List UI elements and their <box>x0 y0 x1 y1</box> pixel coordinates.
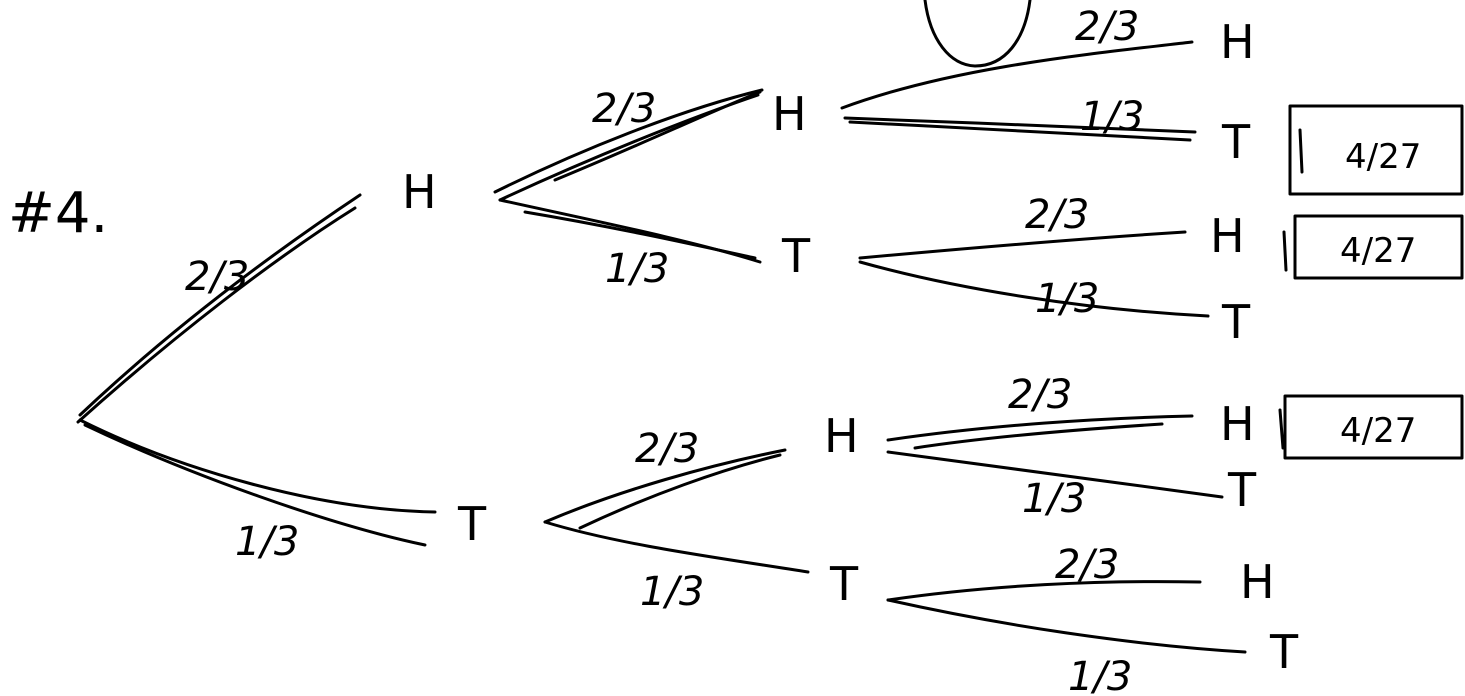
branch-tt-h <box>886 580 1202 602</box>
node-hth: H <box>1210 209 1245 263</box>
result-hht: 4/27 <box>1345 137 1421 177</box>
branch-hh-t <box>843 116 1197 134</box>
branch-hh-t-stroke2 <box>848 120 1192 142</box>
branch-t-t <box>543 520 810 574</box>
prob-h-t: 1/3 <box>605 246 669 292</box>
node-tth: H <box>1240 555 1275 609</box>
node-t: T <box>457 497 487 551</box>
branch-t-h-stroke2 <box>578 453 782 530</box>
node-ttt: T <box>1269 625 1299 679</box>
branch-ht-h <box>858 230 1187 260</box>
node-ht: T <box>781 229 811 283</box>
prob-tt-h: 2/3 <box>1055 542 1119 588</box>
result-hth: 4/27 <box>1340 231 1416 271</box>
node-tt: T <box>829 557 859 611</box>
branch-th-h <box>886 414 1194 442</box>
node-hht: T <box>1221 115 1251 169</box>
node-hhh: H <box>1220 15 1255 69</box>
prob-ht-t: 1/3 <box>1035 276 1099 322</box>
node-h: H <box>402 165 437 219</box>
node-thh: H <box>1220 397 1255 451</box>
branch-root-t <box>78 418 437 514</box>
branch-tt-t <box>886 598 1247 654</box>
branch-th-t <box>886 450 1224 499</box>
branch-root-h-stroke2 <box>76 206 357 424</box>
node-th: H <box>824 409 859 463</box>
prob-root-h: 2/3 <box>185 254 249 300</box>
prob-hh-t: 1/3 <box>1080 94 1144 140</box>
node-hh: H <box>772 87 807 141</box>
prob-th-t: 1/3 <box>1022 476 1086 522</box>
prob-tt-t: 1/3 <box>1068 654 1132 696</box>
result-box-thh: 4/27 <box>1278 394 1464 460</box>
result-thh: 4/27 <box>1340 411 1416 451</box>
branch-hh-h <box>840 40 1194 110</box>
prob-t-t: 1/3 <box>640 569 704 615</box>
prob-t-h: 2/3 <box>635 426 699 472</box>
node-tht: T <box>1227 463 1257 517</box>
branch-h-t-stroke2 <box>523 210 757 260</box>
prob-h-h: 2/3 <box>592 86 656 132</box>
result-box-hht: 4/27 <box>1288 104 1464 196</box>
prob-root-t: 1/3 <box>235 519 299 565</box>
branch-h-h-stroke3 <box>553 90 762 182</box>
loop-scribble <box>923 0 1032 68</box>
prob-th-h: 2/3 <box>1008 372 1072 418</box>
prob-ht-h: 2/3 <box>1025 192 1089 238</box>
branch-root-t-stroke2 <box>83 423 427 547</box>
result-box-hth: 4/27 <box>1282 214 1464 280</box>
prob-hh-h: 2/3 <box>1075 4 1139 50</box>
branch-th-h-stroke2 <box>913 422 1164 450</box>
problem-label: #4. <box>8 181 108 246</box>
branch-ht-t <box>858 260 1210 318</box>
branch-h-h <box>493 88 764 194</box>
branch-t-h <box>543 448 787 524</box>
branch-root-h <box>78 193 362 417</box>
node-htt: T <box>1221 295 1251 349</box>
